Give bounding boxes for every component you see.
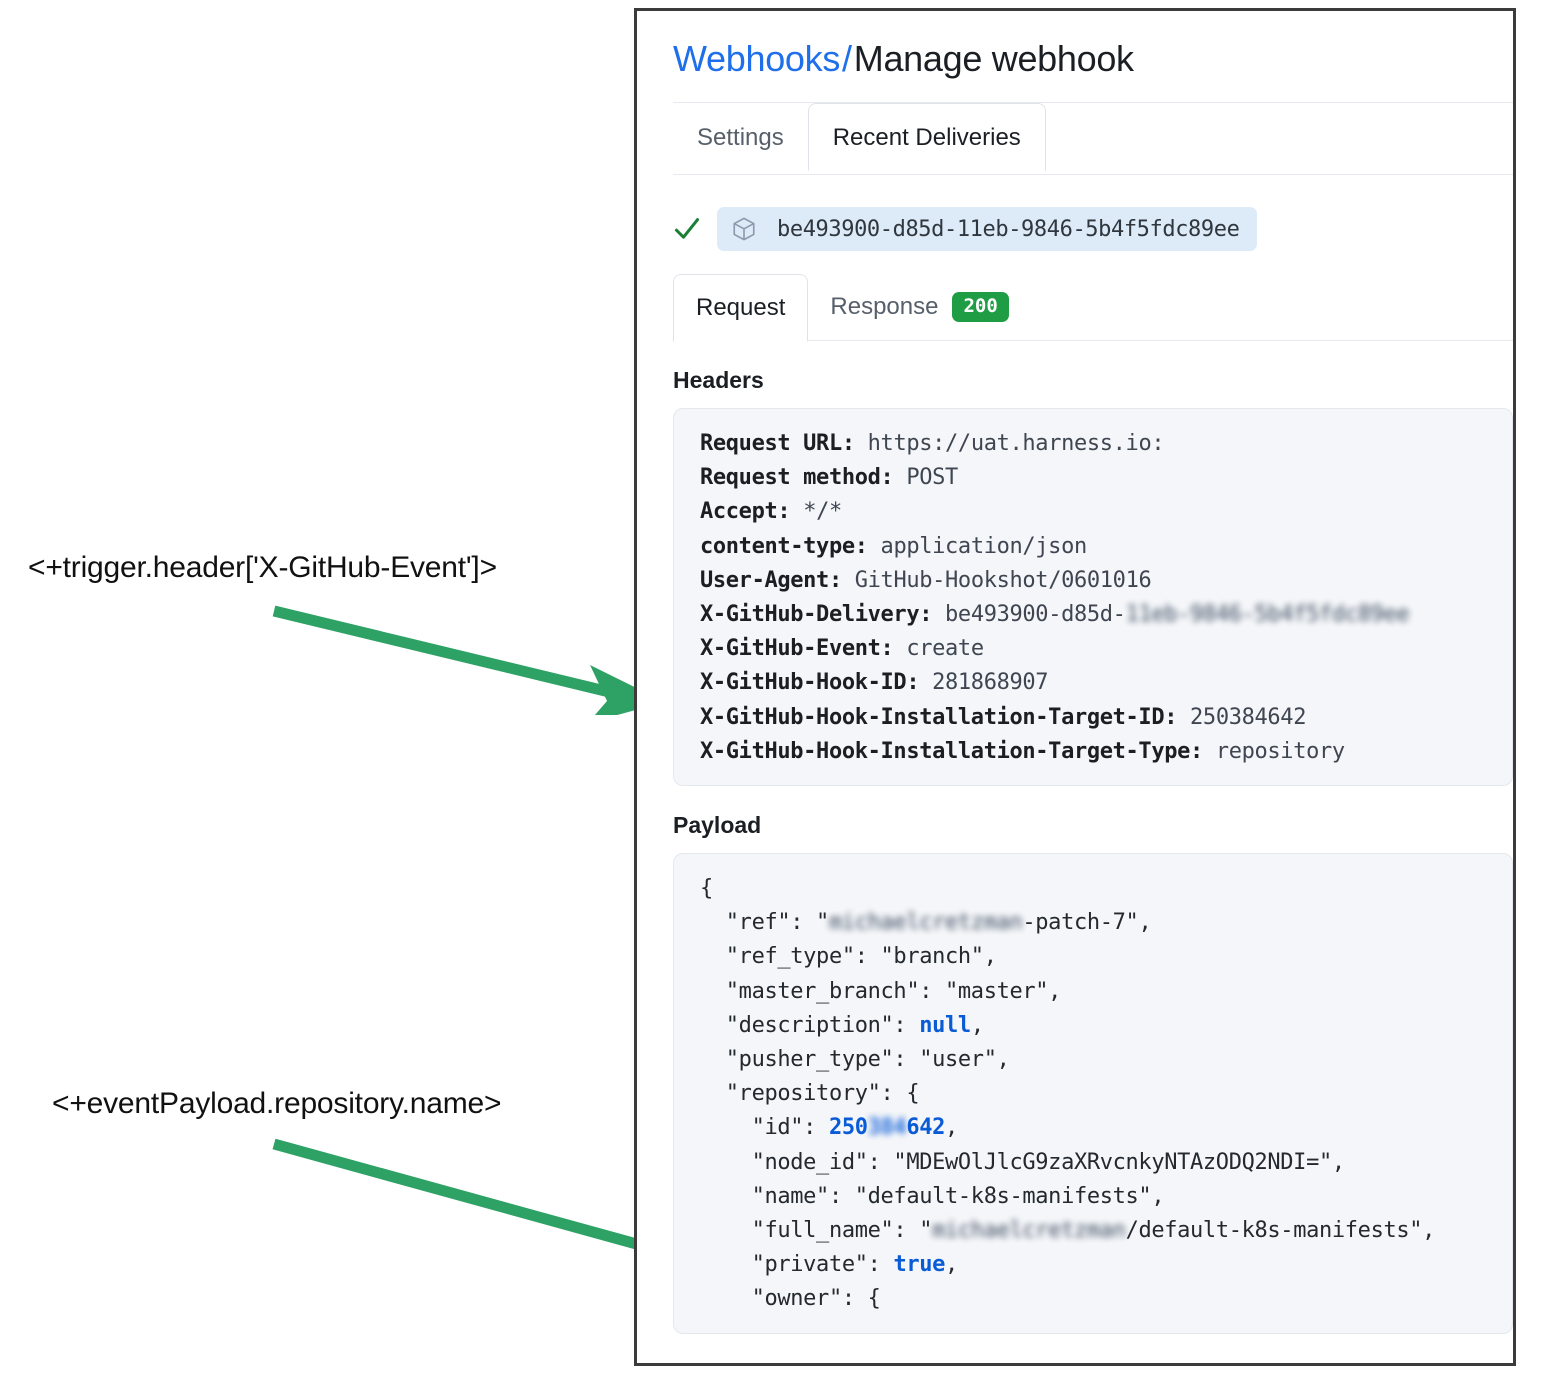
header-row: X-GitHub-Hook-Installation-Target-ID: 25… [700,701,1512,735]
headers-heading: Headers [673,367,764,393]
payload-line: "master_branch": "master", [700,975,1512,1009]
header-row: X-GitHub-Hook-Installation-Target-Type: … [700,735,1512,769]
payload-line-description: "description": null, [700,1012,984,1038]
payload-text: "owner": { [700,1286,881,1312]
page-title: Webhooks/Manage webhook [637,11,1513,80]
annotation-label-event-payload: <+eventPayload.repository.name> [52,1087,502,1120]
header-value: application/json [880,533,1088,559]
header-key: Request URL: [700,431,855,456]
annotation-label-trigger-header: <+trigger.header['X-GitHub-Event']> [28,551,497,584]
inner-tabstrip-underline [673,340,1513,341]
tabstrip-underline [673,174,1513,175]
cube-icon [733,217,755,241]
header-row: Request method: POST [700,461,1512,495]
tab-response[interactable]: Response 200 [808,273,1030,341]
redacted-username: michaelcretzman [932,1218,1126,1244]
header-key: User-Agent: [700,567,842,593]
header-value: https://uat.harness.io: [867,431,1165,456]
header-value: create [906,636,984,662]
header-key: X-GitHub-Hook-ID: [700,670,920,696]
header-row-delivery: X-GitHub-Delivery: be493900-d85d-11eb-98… [700,598,1512,632]
delivery-id-text: be493900-d85d-11eb-9846-5b4f5fdc89ee [777,216,1240,242]
delivery-detail-tabstrip: Request Response 200 [673,273,1513,342]
header-row: content-type: application/json [700,530,1512,564]
header-key: content-type: [700,533,868,559]
payload-text: "node_id": "MDEwOlJlcG9zaXRvcnkyNTAzODQ2… [700,1149,1346,1175]
redacted-id-middle: 384 [867,1115,907,1141]
tab-request[interactable]: Request [673,274,809,342]
header-key: X-GitHub-Hook-Installation-Target-ID: [700,704,1178,730]
header-row-event: X-GitHub-Event: create [700,632,1512,666]
header-key: X-GitHub-Hook-Installation-Target-Type: [700,738,1203,764]
header-key: X-GitHub-Event: [700,636,894,662]
check-icon [674,218,700,239]
payload-code-block: { "ref": "michaelcretzman-patch-7", "ref… [673,853,1513,1334]
webhook-tabstrip: Settings Recent Deliveries [673,103,1513,175]
header-value: POST [906,465,958,491]
header-value: GitHub-Hookshot/0601016 [854,567,1152,593]
redacted-delivery-suffix: 11eb-9846-5b4f5fdc89ee [1125,602,1410,628]
annotation-arrow-to-github-event [272,605,665,715]
header-key: Accept: [700,499,791,525]
tab-response-label: Response [830,293,939,320]
header-row: Request URL: https://uat.harness.io: [700,427,1512,461]
headers-code-block: Request URL: https://uat.harness.io: Req… [673,408,1513,787]
payload-line-full-name: "full_name": "michaelcretzman/default-k8… [700,1214,1512,1248]
tab-recent-deliveries[interactable]: Recent Deliveries [807,103,1046,171]
header-value: */* [803,499,842,525]
delivery-row[interactable]: be493900-d85d-11eb-9846-5b4f5fdc89ee [673,207,1513,251]
breadcrumb-current-manage-webhook: Manage webhook [853,38,1134,79]
header-key: X-GitHub-Delivery: [700,602,933,628]
payload-line: "pusher_type": "user", [700,1043,1512,1077]
payload-text: { [700,876,713,902]
payload-line-name: "name": "default-k8s-manifests", [700,1180,1512,1214]
breadcrumb-separator: / [842,38,852,79]
header-row: Accept: */* [700,495,1512,529]
header-row: X-GitHub-Hook-ID: 281868907 [700,666,1512,700]
payload-text: "repository": { [700,1081,920,1107]
payload-value-true: true [893,1252,946,1278]
redacted-username: michaelcretzman [828,910,1023,936]
payload-line: "node_id": "MDEwOlJlcG9zaXRvcnkyNTAzODQ2… [700,1146,1512,1180]
status-badge-200: 200 [952,292,1009,322]
header-value: be493900-d85d- [945,602,1126,628]
delivery-id-chip[interactable]: be493900-d85d-11eb-9846-5b4f5fdc89ee [717,207,1258,251]
payload-value-id: 250 [828,1115,868,1141]
payload-line: "owner": { [700,1282,1512,1316]
header-key: Request method: [700,465,894,491]
breadcrumb-link-webhooks[interactable]: Webhooks [673,38,841,79]
payload-line-id: "id": 250384642, [700,1111,1512,1145]
payload-line: "repository": { [700,1077,1512,1111]
payload-line-ref: "ref": "michaelcretzman-patch-7", [700,906,1512,940]
header-value: repository [1215,738,1345,764]
tab-settings[interactable]: Settings [697,124,784,151]
payload-line: "ref_type": "branch", [700,940,1512,974]
payload-text: "ref_type": "branch", [700,944,997,970]
tab-request-label: Request [696,294,786,321]
header-row: User-Agent: GitHub-Hookshot/0601016 [700,564,1512,598]
payload-text: "master_branch": "master", [700,978,1062,1004]
payload-heading: Payload [673,812,762,839]
payload-line: { [700,872,1512,906]
title-divider [673,102,1513,103]
payload-value-null: null [919,1012,971,1038]
header-value: 281868907 [932,670,1049,696]
payload-text: "pusher_type": "user", [700,1047,1010,1073]
header-value: 250384642 [1190,704,1307,730]
payload-value-id-tail: 642 [906,1115,946,1141]
payload-text: "name": "default-k8s-manifests", [700,1183,1165,1209]
payload-line-private: "private": true, [700,1252,959,1278]
webhook-manage-panel: Webhooks/Manage webhook Settings Recent D… [634,8,1516,1366]
